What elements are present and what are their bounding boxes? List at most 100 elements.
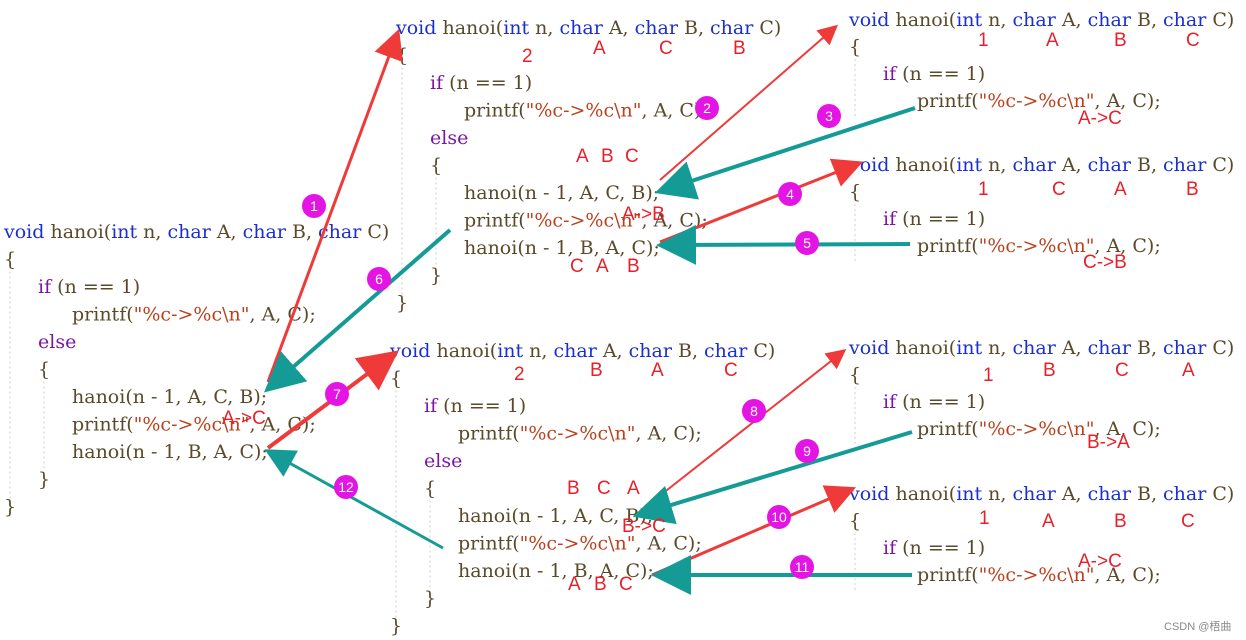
arg-label: B xyxy=(590,360,603,381)
brace-close: } xyxy=(390,615,402,637)
return-arrow-6 xyxy=(263,228,452,393)
arg-label: C xyxy=(1052,179,1066,200)
arg-label: C xyxy=(724,360,738,381)
else-line: else xyxy=(38,331,76,353)
n-label: 1 xyxy=(978,30,989,51)
step-badge-8: 8 xyxy=(742,399,766,423)
code-block-bottom-right-2: void hanoi(int n, char A, char B, char C… xyxy=(848,483,1234,591)
if-line: if (n == 1) xyxy=(38,276,140,298)
move-label: A->B xyxy=(622,204,665,225)
inner-brace-open: { xyxy=(424,478,436,500)
arg-label: A xyxy=(1182,360,1195,381)
arg-label: C xyxy=(1181,511,1195,532)
call-bac-line: hanoi(n - 1, B, A, C); xyxy=(72,441,268,463)
arg-label: C xyxy=(1115,360,1129,381)
step-badge-1: 1 xyxy=(302,194,326,218)
inner-brace-open: { xyxy=(38,359,50,381)
svg-text:10: 10 xyxy=(771,509,787,525)
arg-label: B xyxy=(1114,511,1127,532)
if-line: if (n == 1) xyxy=(883,63,985,85)
call-arrow-8 xyxy=(647,349,847,506)
step-badge-11: 11 xyxy=(790,555,814,579)
move-label: B->C xyxy=(622,516,666,537)
step-badge-2: 2 xyxy=(695,96,719,120)
step-badge-7: 7 xyxy=(325,382,349,406)
svg-text:12: 12 xyxy=(338,479,354,495)
brace-open: { xyxy=(849,181,861,203)
call-acb-line: hanoi(n - 1, A, C, B); xyxy=(72,386,267,408)
arg-label: A xyxy=(1114,179,1127,200)
call-arrow-top xyxy=(659,24,839,181)
return-arrow-9 xyxy=(632,430,913,525)
else-line: else xyxy=(424,450,462,472)
code-block-bottom-right-1: void hanoi(int n, char A, char B, char C… xyxy=(848,337,1234,445)
step-badge-5: 5 xyxy=(795,231,819,255)
arg-label: A xyxy=(568,574,581,595)
arg-label: B xyxy=(1114,30,1127,51)
arg-label: B xyxy=(567,478,580,499)
signature-line: void hanoi(int n, char A, char B, char C… xyxy=(848,483,1234,505)
step-badge-6: 6 xyxy=(367,267,391,291)
n-label: 1 xyxy=(978,179,989,200)
signature-line: void hanoi(int n, char A, char B, char C… xyxy=(848,337,1234,359)
inner-brace-close: } xyxy=(38,469,50,491)
arg-label: C xyxy=(659,38,673,59)
arg-label: A xyxy=(651,360,664,381)
arg-label: C xyxy=(625,146,639,167)
return-arrow-12 xyxy=(264,449,444,550)
step-badge-10: 10 xyxy=(767,505,791,529)
signature-line: void hanoi(int n, char A, char B, char C… xyxy=(848,154,1234,176)
move-label: A->C xyxy=(1078,108,1122,129)
step-badge-9: 9 xyxy=(795,439,819,463)
call-bac-line: hanoi(n - 1, B, A, C); xyxy=(458,560,654,582)
call-arrow-1 xyxy=(266,28,403,383)
if-line: if (n == 1) xyxy=(883,391,985,413)
signature-line: void hanoi(int n, char A, char B, char C… xyxy=(389,340,775,362)
brace-open: { xyxy=(4,249,16,271)
printf-line-2: printf("%c->%c\n", A, C); xyxy=(458,533,702,555)
printf-line: printf("%c->%c\n", A, C); xyxy=(917,235,1161,257)
brace-close: } xyxy=(4,496,16,518)
brace-open: { xyxy=(849,510,861,532)
return-arrow-3 xyxy=(654,106,916,200)
call-arrow-7 xyxy=(266,350,399,450)
call-bac-line: hanoi(n - 1, B, A, C); xyxy=(464,237,660,259)
arg-label: B xyxy=(601,146,614,167)
svg-text:7: 7 xyxy=(333,386,341,402)
arg-label: A xyxy=(593,38,606,59)
call-arrow-4 xyxy=(659,158,864,244)
printf-line: printf("%c->%c\n", A, C); xyxy=(917,418,1161,440)
brace-open: { xyxy=(396,45,408,67)
printf-line-2: printf("%c->%c\n", A, C); xyxy=(72,414,316,436)
code-block-top-right-1: void hanoi(int n, char A, char B, char C… xyxy=(848,9,1234,117)
printf-line-2: printf("%c->%c\n", A, C); xyxy=(464,210,708,232)
printf-line: printf("%c->%c\n", A, C); xyxy=(72,304,316,326)
printf-line: printf("%c->%c\n", A, C); xyxy=(464,100,708,122)
arg-label: B xyxy=(627,256,640,277)
call-acb-line: hanoi(n - 1, A, C, B); xyxy=(458,505,653,527)
code-block-top-right-2: void hanoi(int n, char A, char B, char C… xyxy=(848,154,1234,262)
inner-brace-open: { xyxy=(430,155,442,177)
arg-label: B xyxy=(733,38,746,59)
inner-brace-close: } xyxy=(430,265,442,287)
step-badge-4: 4 xyxy=(778,182,802,206)
svg-text:8: 8 xyxy=(750,403,758,419)
arg-label: C xyxy=(1186,30,1200,51)
arg-label: B xyxy=(594,574,607,595)
arg-label: A xyxy=(627,478,640,499)
arg-label: A xyxy=(1046,30,1059,51)
printf-line: printf("%c->%c\n", A, C); xyxy=(917,564,1161,586)
if-line: if (n == 1) xyxy=(424,395,526,417)
brace-open: { xyxy=(849,36,861,58)
svg-text:5: 5 xyxy=(803,235,811,251)
inner-brace-close: } xyxy=(424,588,436,610)
brace-close: } xyxy=(396,292,408,314)
if-line: if (n == 1) xyxy=(883,537,985,559)
n-label: 1 xyxy=(979,508,990,529)
move-label: C->B xyxy=(1083,252,1127,273)
printf-line: printf("%c->%c\n", A, C); xyxy=(917,90,1161,112)
move-label-main: A->C xyxy=(222,408,266,429)
printf-line: printf("%c->%c\n", A, C); xyxy=(458,423,702,445)
n-label: 2 xyxy=(522,46,533,67)
arg-label: B xyxy=(1043,360,1056,381)
